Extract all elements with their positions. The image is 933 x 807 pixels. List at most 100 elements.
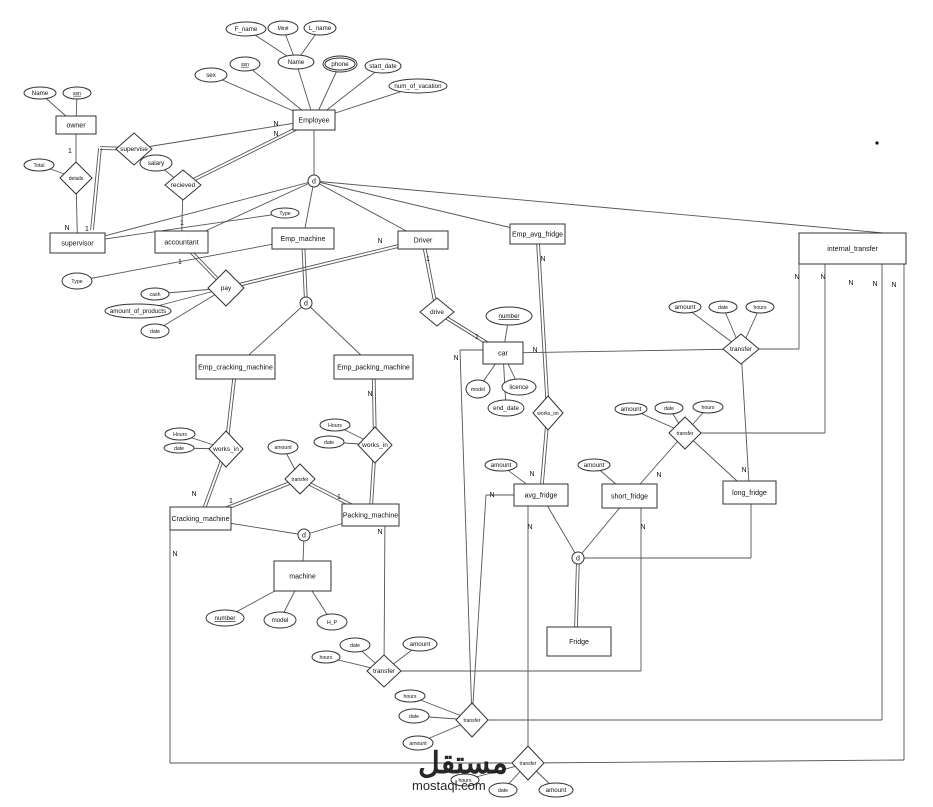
relationship-works-in-crack[interactable]: works_in [208,430,244,468]
attribute-t3-hours[interactable]: hours [450,773,480,787]
entity-car[interactable]: car [482,341,524,365]
relationship-t3[interactable]: transfer [511,745,545,781]
entity-machine[interactable]: machine [273,560,332,592]
specialization-circle [571,551,585,565]
relationship-works-in-pack[interactable]: works_in [357,426,393,464]
attribute-t2-hours[interactable]: hours [394,689,426,703]
attribute-t3-amount[interactable]: amount [538,782,574,798]
entity-box [273,560,332,592]
entity-avg-fridge[interactable]: avg_fridge [513,483,569,507]
attribute-short-amount[interactable]: amount [577,458,611,472]
relationship-drive[interactable]: drive [419,297,455,327]
connector-51 [740,348,750,493]
entity-short-fridge[interactable]: short_fridge [601,483,658,509]
attribute-label: amount [621,406,642,413]
relationship-fridge-transfer[interactable]: transfer [668,416,702,450]
connector-86 [383,509,386,672]
entity-fridge[interactable]: Fridge [546,626,612,657]
entity-internal-transfer[interactable]: internal_transfer [798,232,907,265]
attribute-cash[interactable]: cash [140,287,170,301]
relationship-t1[interactable]: transfer [366,654,402,688]
relationship-details[interactable]: details [59,161,93,195]
relationship-works-on[interactable]: works_on [532,395,564,431]
attribute-l-name[interactable]: L_name [303,20,337,36]
attribute-m-model[interactable]: model [263,611,297,629]
attribute-licence[interactable]: licence [501,378,537,396]
specialization-d-emp-machine[interactable]: d [299,296,313,310]
entity-owner[interactable]: owner [55,115,97,135]
entity-emp-avg-fridge[interactable]: Emp_avg_fridge [509,223,566,245]
entity-box [169,506,232,531]
attribute-minit[interactable]: Minit [267,20,299,36]
relationship-machine-transfer[interactable]: transfer [284,463,316,495]
entity-emp-packing-machine[interactable]: Emp_packing_machine [333,354,414,380]
relationship-it-transfer[interactable]: transfer [722,333,760,365]
attribute-ssn[interactable]: ssn [229,56,261,72]
attribute-t1-hours[interactable]: hours [311,650,341,664]
attribute-cw-hours[interactable]: Hours [164,427,196,441]
attribute-car-model[interactable]: model [465,379,491,399]
attribute-label: ssn [73,91,81,97]
relationship-supervise[interactable]: supervise [115,132,153,166]
relationship-label: works_on [537,411,559,417]
entity-emp-machine[interactable]: Emp_machine [271,227,335,250]
attribute-avg-amount[interactable]: amount [484,458,518,472]
attribute-pw-date[interactable]: date [313,435,345,449]
entity-driver[interactable]: Driver [397,230,449,250]
attribute-m-number[interactable]: number [205,609,245,627]
connector-double-30-0 [225,238,423,288]
relationship-diamond [284,463,316,495]
attribute-pay-date[interactable]: date [140,323,170,339]
attribute-label: amount [675,304,696,311]
entity-packing-machine[interactable]: Packing_machine [341,503,400,527]
attribute-num-of-vacation[interactable]: num_of_vacation [388,78,448,94]
relationship-recieved[interactable]: recieved [164,169,202,201]
entity-accountant[interactable]: accountant [154,230,209,254]
attribute-sup-type[interactable]: Type [270,207,300,219]
attribute-f-name[interactable]: F_name [225,21,267,37]
attribute-owner-ssn[interactable]: ssn [62,86,92,100]
entity-supervisor[interactable]: supervisor [49,232,106,254]
connector-double-16-0 [90,147,100,230]
cardinality-crack-1: 1 [229,498,233,505]
entity-box [601,483,658,509]
attribute-mt-amount[interactable]: amount [267,439,299,455]
relationship-label: drive [430,309,444,316]
entity-cracking-machine[interactable]: Cracking_machine [169,506,232,531]
attribute-name[interactable]: Name [277,54,315,70]
attribute-t3-date[interactable]: date [488,782,518,798]
attribute-it-amount[interactable]: amount [668,300,702,314]
attribute-ft-amount[interactable]: amount [614,402,648,416]
attribute-car-number[interactable]: number [485,306,533,326]
attribute-it-date[interactable]: date [708,300,738,314]
attribute-it-hours[interactable]: hours [745,300,775,314]
attribute-ft-date[interactable]: date [654,401,684,415]
attribute-t2-amount[interactable]: amount [402,735,434,751]
entity-long-fridge[interactable]: long_fridge [722,480,777,505]
attribute-h-p[interactable]: H_P [316,613,348,631]
attribute-end-date[interactable]: end_date [487,399,525,417]
entity-emp-cracking-machine[interactable]: Emp_cracking_machine [195,354,276,380]
entity-label: Emp_cracking_machine [198,364,273,371]
attribute-pw-hours[interactable]: Hours [319,418,351,432]
entity-employee[interactable]: Employee [292,109,336,131]
attribute-amount-of-products[interactable]: amount_of_products [104,303,172,319]
attribute-ft-hours[interactable]: hours [692,400,724,414]
attribute-t2-date[interactable]: date [398,708,430,724]
specialization-d-machine[interactable]: d [297,528,311,542]
attribute-t1-date[interactable]: date [339,637,371,653]
attribute-owner-name[interactable]: Name [23,86,57,100]
relationship-t2[interactable]: transfer [455,702,489,738]
attribute-cw-date[interactable]: date [163,442,195,454]
attribute-start-date[interactable]: start_date [364,58,402,74]
attribute-sex[interactable]: sex [194,67,228,83]
relationship-pay[interactable]: pay [207,269,245,307]
attribute-total[interactable]: Total [23,158,55,172]
attribute-em-type[interactable]: Type [61,272,93,290]
attribute-t1-amount[interactable]: amount [402,636,438,652]
specialization-d-employee[interactable]: d [307,174,321,188]
specialization-d-fridge[interactable]: d [571,551,585,565]
relationship-diamond [357,426,393,464]
attribute-phone[interactable]: phone [322,55,358,73]
attribute-salary[interactable]: salary [139,154,173,172]
